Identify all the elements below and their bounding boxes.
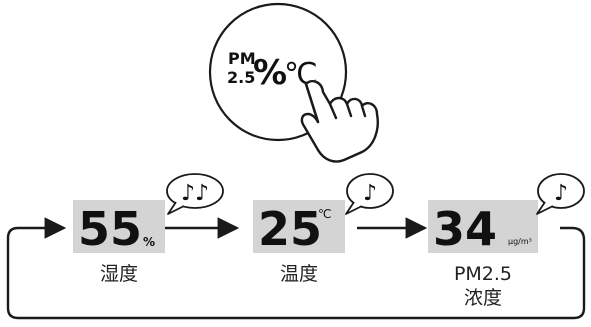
temperature-label: 温度 (279, 263, 318, 285)
pm25-value: 34 (433, 202, 497, 256)
humidity-display: 55 % (73, 200, 165, 256)
loop-arrow-icon (6, 217, 586, 320)
button-pm-label: PM (228, 49, 256, 68)
lcd-panel (73, 200, 165, 253)
hand-press-icon (300, 80, 379, 163)
sound-beep-icon: ♪ (345, 173, 394, 215)
pm25-concentration-label: 浓度 (463, 287, 502, 309)
temperature-display: 25 ℃ (253, 200, 345, 256)
humidity-unit: % (143, 235, 155, 249)
lcd-panel (253, 200, 345, 253)
beep-notes: ♪ (554, 181, 568, 206)
humidity-value: 55 (78, 202, 142, 256)
humidity-label: 湿度 (99, 263, 138, 285)
lcd-panel (428, 200, 538, 253)
sound-beep-icon: ♪ (536, 173, 585, 215)
temperature-value: 25 (258, 202, 322, 256)
pm25-display: 34 μg/m³ (428, 200, 538, 256)
sound-beep-icon: ♪♪ (166, 173, 224, 215)
temperature-unit: ℃ (318, 207, 331, 221)
button-percent-label: % (253, 53, 287, 93)
beep-notes: ♪ (363, 181, 377, 206)
button-pm25-label: 2.5 (227, 68, 255, 87)
pm25-label: PM2.5 (453, 263, 513, 285)
pm25-unit: μg/m³ (508, 237, 532, 246)
beep-notes: ♪♪ (181, 181, 209, 206)
